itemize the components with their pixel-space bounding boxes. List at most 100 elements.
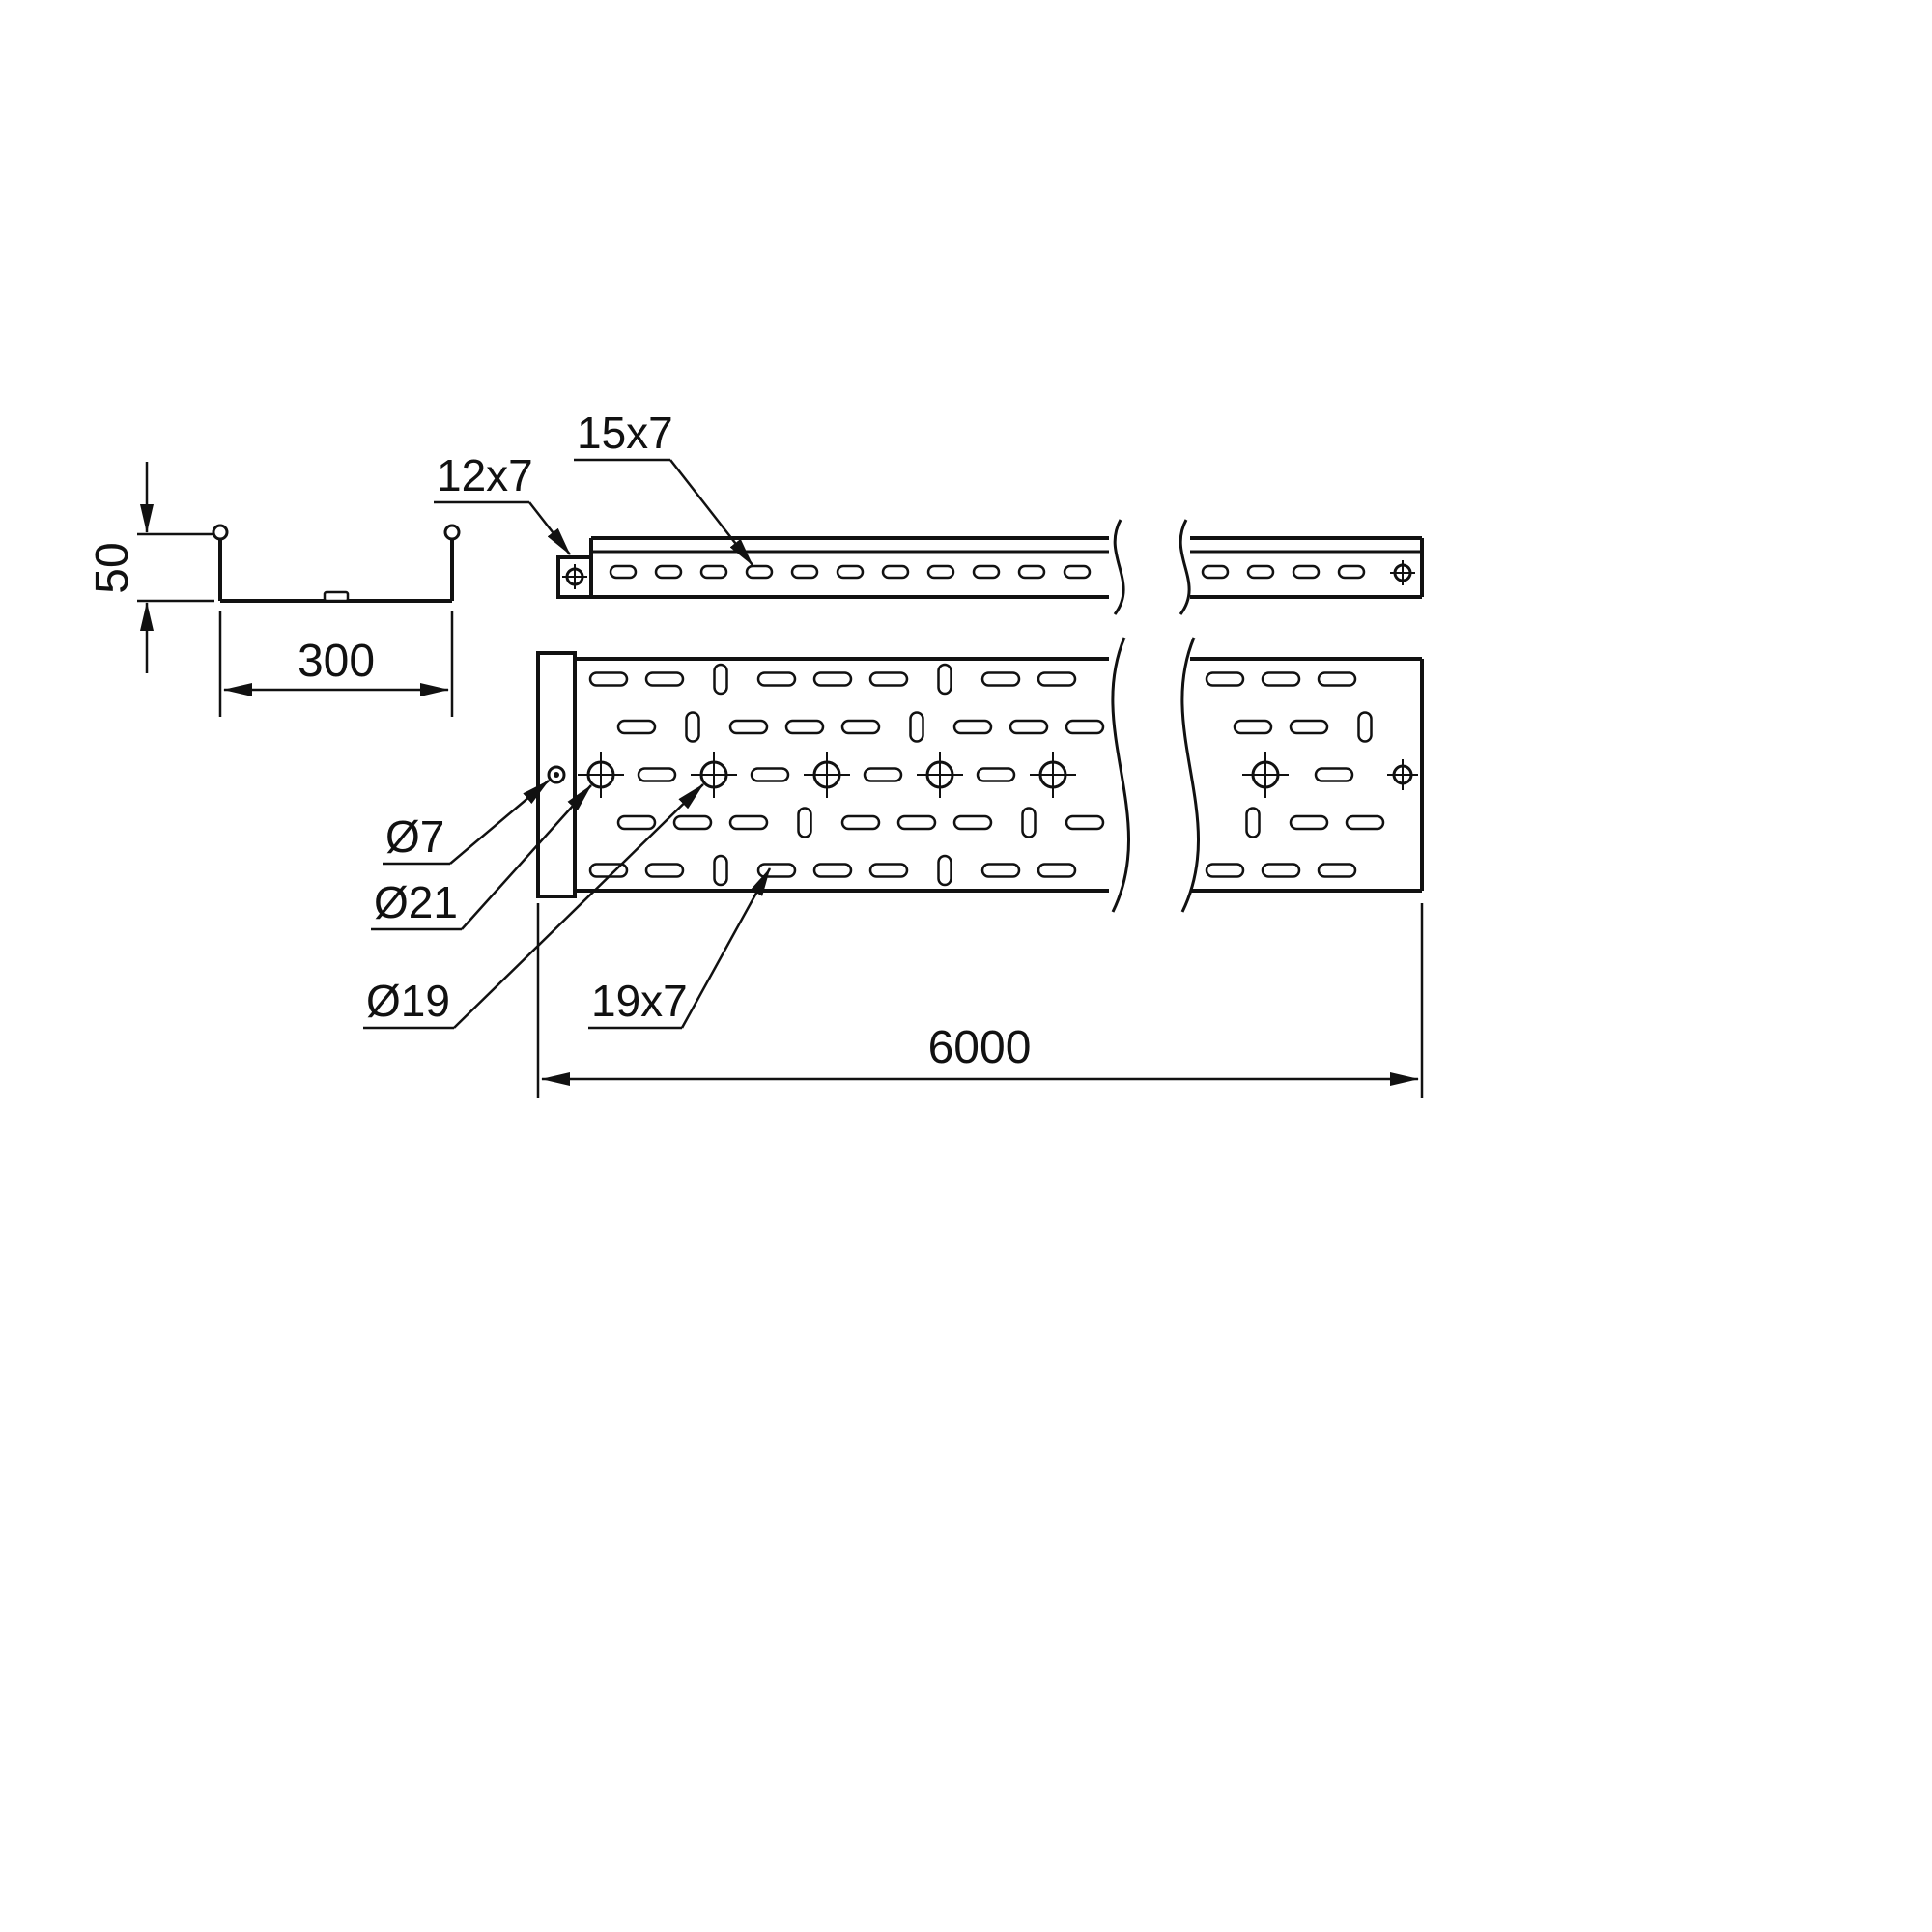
perforation-slot xyxy=(728,719,769,735)
perforation-slot xyxy=(609,564,638,580)
leader-line xyxy=(528,501,571,555)
label-end-plate-slot: 12x7 xyxy=(437,450,533,500)
perforation-slot xyxy=(644,671,685,687)
leader-line xyxy=(680,867,772,1029)
perforation-slot xyxy=(1017,564,1046,580)
perforation-slot xyxy=(868,863,909,878)
perforation-slot xyxy=(588,671,629,687)
label-hole-dia-19: Ø19 xyxy=(366,976,450,1026)
perforation-slot xyxy=(713,663,728,696)
label-hole-dia-21: Ø21 xyxy=(374,877,458,927)
dimension-width-300: 300 xyxy=(218,611,454,717)
break-line xyxy=(1179,519,1191,615)
perforation-slot xyxy=(644,863,685,878)
side-hole-markers xyxy=(562,560,1415,589)
leader-line xyxy=(449,780,550,865)
label-side-rail-slot: 15x7 xyxy=(577,408,673,458)
perforation-slot xyxy=(672,814,713,831)
perforation-slot xyxy=(1201,564,1230,580)
perforation-slot xyxy=(1314,767,1354,782)
perforation-slot xyxy=(784,719,825,735)
perforation-slot xyxy=(909,711,924,743)
dimension-value-height: 50 xyxy=(87,542,138,593)
perforation-slot xyxy=(1289,719,1329,735)
dimension-value-length: 6000 xyxy=(928,1022,1032,1073)
perforation-slot xyxy=(1289,814,1329,831)
perforation-slot xyxy=(1009,719,1049,735)
perforation-slot xyxy=(1205,671,1245,687)
side-view xyxy=(556,519,1424,615)
perforation-slot xyxy=(1357,711,1373,743)
perforation-slot xyxy=(868,671,909,687)
perforation-slot xyxy=(685,711,700,743)
perforation-slot xyxy=(616,719,657,735)
dimension-length-6000: 6000 xyxy=(536,903,1424,1098)
perforation-slot xyxy=(699,564,728,580)
perforation-slot xyxy=(1292,564,1321,580)
perforation-slot xyxy=(972,564,1001,580)
perforation-slot xyxy=(1246,564,1275,580)
perforation-slot xyxy=(654,564,683,580)
section-base-tab xyxy=(323,590,350,603)
perforation-slot xyxy=(713,854,728,887)
perforation-slot xyxy=(1233,719,1273,735)
plan-view-perforations xyxy=(588,663,1385,887)
perforation-slot xyxy=(840,814,881,831)
perforation-slot xyxy=(1065,814,1105,831)
perforation-slot xyxy=(1205,863,1245,878)
break-line xyxy=(1113,519,1125,615)
perforation-slot xyxy=(896,814,937,831)
perforation-slot xyxy=(1037,671,1077,687)
perforation-slot xyxy=(881,564,910,580)
perforation-slot xyxy=(756,671,797,687)
break-line xyxy=(1111,637,1131,913)
perforation-slot xyxy=(1317,671,1357,687)
perforation-slot xyxy=(937,663,952,696)
perforation-slot xyxy=(750,767,790,782)
perforation-slot xyxy=(952,814,993,831)
section-lip-right xyxy=(443,524,461,541)
perforation-slot xyxy=(976,767,1016,782)
perforation-slot xyxy=(745,564,774,580)
plan-view-labels: Ø7 Ø21 Ø19 19x7 xyxy=(363,780,772,1030)
perforation-slot xyxy=(1021,807,1037,838)
perforation-slot xyxy=(926,564,955,580)
leader-line xyxy=(461,784,592,930)
side-view-labels: 12x7 15x7 xyxy=(434,408,753,566)
cross-section-view xyxy=(212,524,461,603)
perforation-slot xyxy=(1317,863,1357,878)
perforation-slot xyxy=(836,564,865,580)
perforation-slot xyxy=(728,814,769,831)
perforation-slot xyxy=(1063,564,1092,580)
perforation-slot xyxy=(637,767,677,782)
side-view-slots xyxy=(609,564,1366,580)
dimension-height-50: 50 xyxy=(87,462,214,673)
perforation-slot xyxy=(1261,863,1301,878)
perforation-slot xyxy=(756,863,797,878)
perforation-slot xyxy=(1245,807,1261,838)
label-hole-dia-7: Ø7 xyxy=(385,811,444,862)
perforation-slot xyxy=(1065,719,1105,735)
perforation-slot xyxy=(616,814,657,831)
perforation-slot xyxy=(1261,671,1301,687)
perforation-slot xyxy=(980,671,1021,687)
label-base-slot: 19x7 xyxy=(591,976,688,1026)
plan-view xyxy=(536,637,1424,913)
end-cap-hole xyxy=(547,765,566,784)
perforation-slot xyxy=(1345,814,1385,831)
perforation-slot xyxy=(1337,564,1366,580)
plan-hole-markers xyxy=(578,752,1418,798)
perforation-slot xyxy=(1037,863,1077,878)
section-lip-left xyxy=(212,524,229,541)
perforation-slot xyxy=(980,863,1021,878)
end-cap-hole-center xyxy=(554,772,559,778)
perforation-slot xyxy=(952,719,993,735)
perforation-slot xyxy=(937,854,952,887)
perforation-slot xyxy=(812,671,853,687)
dimension-value-width: 300 xyxy=(298,636,375,687)
perforation-slot xyxy=(812,863,853,878)
perforation-slot xyxy=(840,719,881,735)
leader-line xyxy=(453,783,704,1029)
perforation-slot xyxy=(790,564,819,580)
